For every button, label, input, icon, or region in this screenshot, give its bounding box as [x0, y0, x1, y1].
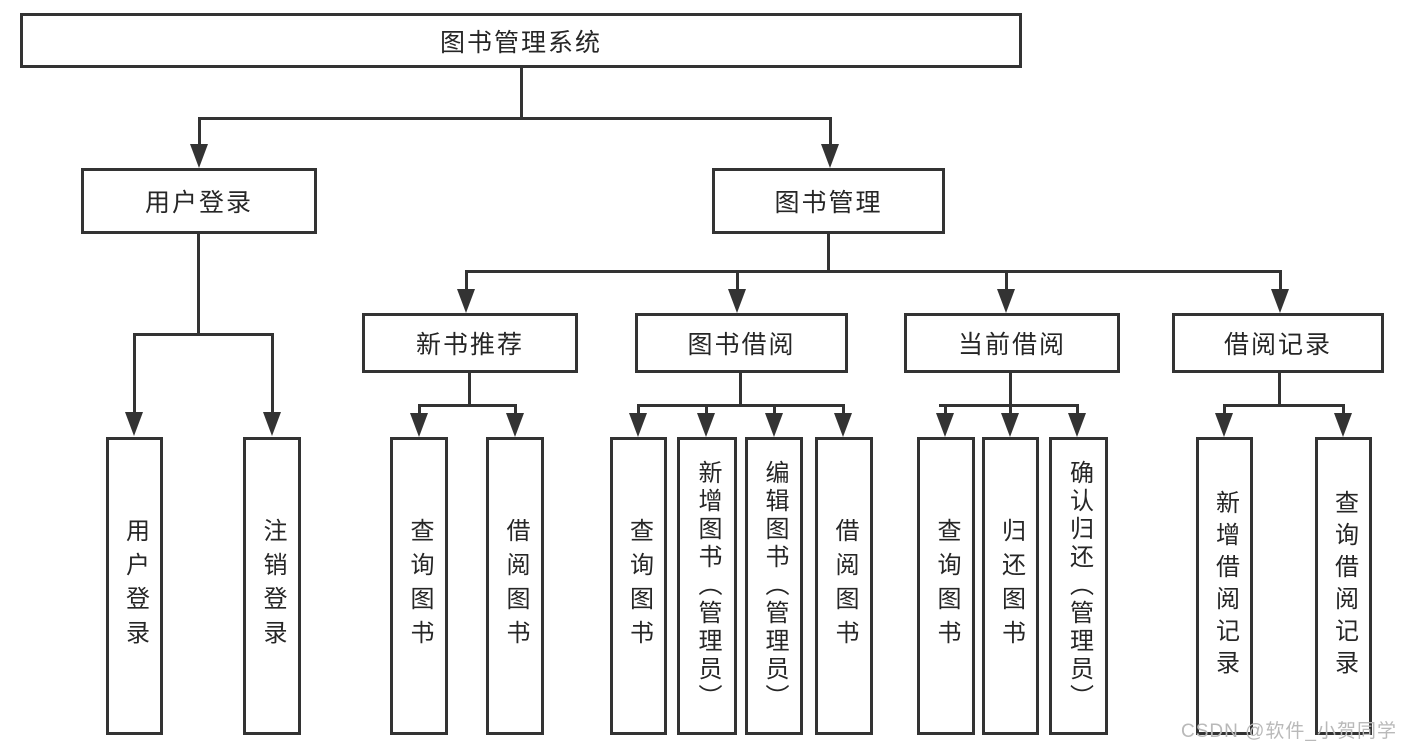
connector-root-bar — [198, 117, 832, 120]
node-user-login: 用户登录 — [81, 168, 317, 234]
arrowhead-newbook-leaf2 — [506, 413, 524, 437]
connector-bookmgmt-shaft — [829, 117, 832, 147]
leaf-records-query: 查询借阅记录 — [1315, 437, 1372, 735]
connector-records-bar — [1223, 404, 1344, 407]
connector-borrow-shaft — [736, 270, 739, 292]
connector-newbook-bar — [418, 404, 517, 407]
node-new-book-recommend-label: 新书推荐 — [415, 331, 524, 359]
leaf-user-login-label: 用户登录 — [121, 518, 149, 654]
node-current-borrow: 当前借阅 — [904, 313, 1120, 373]
leaf-records-add: 新增借阅记录 — [1196, 437, 1253, 735]
connector-newbook-leaf2-shaft — [514, 404, 517, 416]
connector-borrow-bar — [637, 404, 845, 407]
connector-borrow-leaf2-shaft — [705, 404, 708, 416]
arrowhead-current-leaf1 — [936, 413, 954, 437]
arrowhead-newbook-leaf1 — [410, 413, 428, 437]
connector-login-leaf1-shaft — [133, 333, 136, 414]
node-root-label: 图书管理系统 — [439, 28, 602, 57]
arrowhead-login-leaf1 — [125, 412, 143, 436]
arrowhead-borrow — [728, 289, 746, 313]
connector-current-leaf2-shaft — [1009, 404, 1012, 416]
connector-newbook-leaf1-shaft — [418, 404, 421, 416]
connector-records-shaft — [1279, 270, 1282, 292]
leaf-current-confirm: 确认归还（管理员） — [1049, 437, 1108, 735]
connector-bookmgmt-bar — [465, 270, 1281, 273]
node-borrow-records-label: 借阅记录 — [1223, 331, 1332, 359]
arrowhead-bookmgmt — [821, 144, 839, 168]
leaf-current-return: 归还图书 — [982, 437, 1039, 735]
connector-records-leaf1-shaft — [1223, 404, 1226, 416]
connector-newbook-shaft — [465, 270, 468, 292]
arrowhead-current-leaf3 — [1068, 413, 1086, 437]
node-user-login-label: 用户登录 — [144, 189, 253, 217]
leaf-borrow-edit: 编辑图书（管理员） — [745, 437, 803, 735]
arrowhead-records-leaf2 — [1334, 413, 1352, 437]
csdn-watermark: CSDN @软件_小贺同学 — [1181, 721, 1397, 742]
leaf-borrow-add-label: 新增图书（管理员） — [694, 460, 721, 712]
leaf-records-query-label: 查询借阅记录 — [1330, 490, 1358, 682]
connector-borrow-stem — [739, 373, 742, 407]
connector-userlogin-stem — [197, 234, 200, 336]
connector-borrow-leaf1-shaft — [637, 404, 640, 416]
node-root: 图书管理系统 — [20, 13, 1022, 68]
leaf-current-query: 查询图书 — [917, 437, 975, 735]
leaf-logout-label: 注销登录 — [259, 518, 286, 654]
connector-current-shaft — [1005, 270, 1008, 292]
leaf-current-return-label: 归还图书 — [997, 518, 1025, 654]
node-book-borrow: 图书借阅 — [635, 313, 848, 373]
leaf-newbook-query-label: 查询图书 — [406, 518, 433, 654]
arrowhead-records-leaf1 — [1215, 413, 1233, 437]
leaf-borrow-add: 新增图书（管理员） — [677, 437, 737, 735]
leaf-current-confirm-label: 确认归还（管理员） — [1065, 460, 1093, 712]
leaf-records-add-label: 新增借阅记录 — [1211, 490, 1239, 682]
leaf-newbook-borrow: 借阅图书 — [486, 437, 544, 735]
leaf-borrow-query: 查询图书 — [610, 437, 667, 735]
node-new-book-recommend: 新书推荐 — [362, 313, 578, 373]
connector-records-leaf2-shaft — [1342, 404, 1345, 416]
leaf-borrow-book-label: 借阅图书 — [831, 518, 858, 654]
node-current-borrow-label: 当前借阅 — [957, 331, 1066, 359]
connector-borrow-leaf4-shaft — [842, 404, 845, 416]
leaf-newbook-borrow-label: 借阅图书 — [502, 518, 529, 654]
connector-bookmgmt-stem — [827, 234, 830, 273]
arrowhead-borrow-leaf4 — [834, 413, 852, 437]
connector-borrow-leaf3-shaft — [773, 404, 776, 416]
arrowhead-current-leaf2 — [1001, 413, 1019, 437]
connector-login-leaf2-shaft — [271, 333, 274, 414]
leaf-borrow-book: 借阅图书 — [815, 437, 873, 735]
leaf-borrow-edit-label: 编辑图书（管理员） — [761, 460, 788, 712]
node-borrow-records: 借阅记录 — [1172, 313, 1384, 373]
arrowhead-newbook — [457, 289, 475, 313]
connector-current-leaf1-shaft — [944, 404, 947, 416]
arrowhead-current — [997, 289, 1015, 313]
connector-userlogin-shaft — [198, 117, 201, 147]
node-book-borrow-label: 图书借阅 — [687, 331, 796, 359]
arrowhead-borrow-leaf1 — [629, 413, 647, 437]
leaf-logout: 注销登录 — [243, 437, 301, 735]
arrowhead-login-leaf2 — [263, 412, 281, 436]
connector-newbook-stem — [468, 373, 471, 407]
connector-records-stem — [1278, 373, 1281, 407]
arrowhead-userlogin — [190, 144, 208, 168]
connector-current-stem — [1009, 373, 1012, 407]
connector-userlogin-bar — [133, 333, 274, 336]
node-book-management: 图书管理 — [712, 168, 945, 234]
arrowhead-borrow-leaf3 — [765, 413, 783, 437]
arrowhead-borrow-leaf2 — [697, 413, 715, 437]
connector-root-stem — [520, 68, 523, 120]
connector-current-leaf3-shaft — [1076, 404, 1079, 416]
leaf-newbook-query: 查询图书 — [390, 437, 448, 735]
arrowhead-records — [1271, 289, 1289, 313]
leaf-borrow-query-label: 查询图书 — [625, 518, 653, 654]
leaf-current-query-label: 查询图书 — [933, 518, 960, 654]
leaf-user-login: 用户登录 — [106, 437, 163, 735]
node-book-management-label: 图书管理 — [774, 189, 883, 217]
